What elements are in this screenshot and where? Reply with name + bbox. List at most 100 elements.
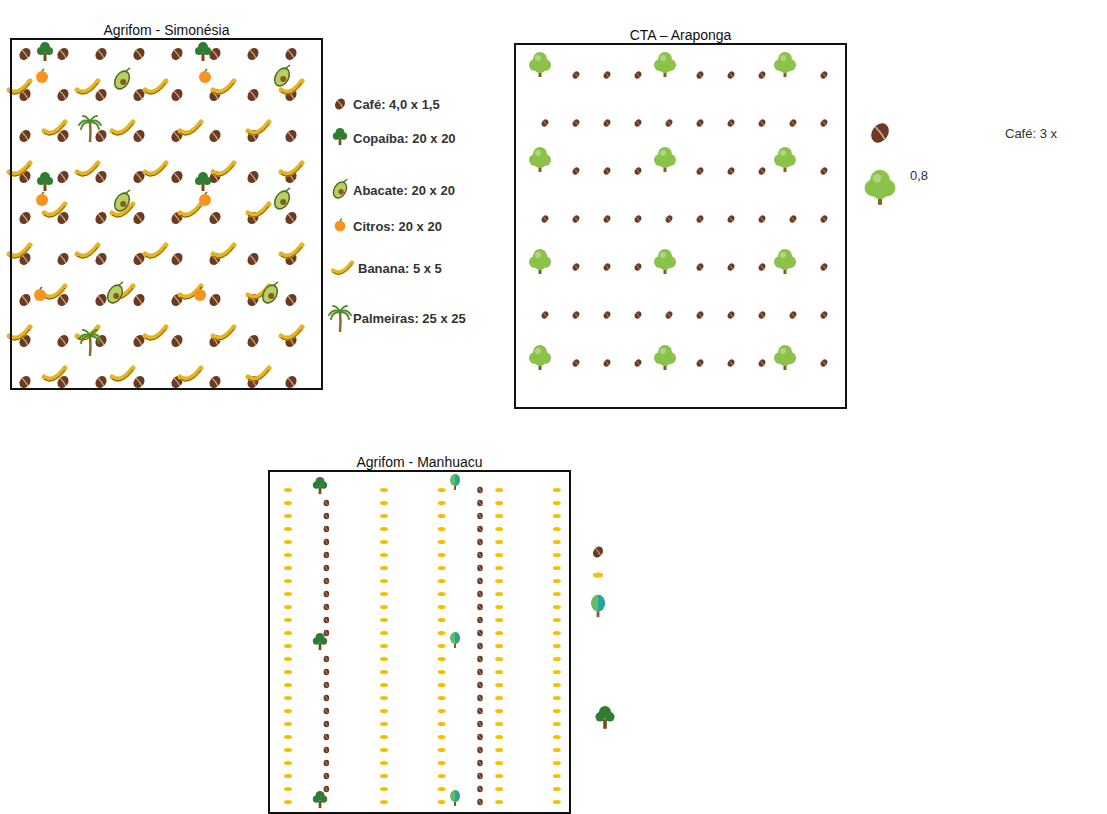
crescent-icon: [515, 500, 521, 507]
crescent-icon: [304, 799, 310, 806]
banana-icon: [180, 122, 201, 135]
banana-icon: [145, 327, 166, 340]
yellow-icon: [553, 709, 561, 713]
crescent-icon: [304, 773, 310, 780]
banana-icon: [9, 163, 30, 176]
yellow-icon: [438, 735, 446, 739]
crescent-icon: [457, 604, 463, 611]
coffee-icon: [664, 118, 673, 128]
coffee-icon: [207, 128, 223, 144]
smallcoffee-icon: [477, 669, 483, 675]
coffee-icon: [819, 310, 828, 320]
crescent-icon: [515, 708, 521, 715]
copaiba-icon: [313, 633, 327, 650]
crescent-icon: [534, 630, 540, 637]
yellow-icon: [438, 657, 446, 661]
crescent-icon: [515, 630, 521, 637]
crescent-icon: [361, 630, 367, 637]
crescent-icon: [534, 669, 540, 676]
yellow-icon: [495, 657, 503, 661]
lighttree-icon: [774, 249, 796, 274]
yellow-icon: [438, 553, 446, 557]
lighttree-icon: [865, 170, 896, 205]
coffee-icon: [283, 374, 299, 390]
crescent-icon: [342, 695, 348, 702]
crescent-icon: [361, 604, 367, 611]
crescent-icon: [419, 643, 425, 650]
crescent-icon: [342, 513, 348, 520]
crescent-icon: [304, 695, 310, 702]
yellow-icon: [284, 501, 292, 505]
yellow-icon: [438, 683, 446, 687]
crescent-icon: [400, 708, 406, 715]
crescent-icon: [304, 565, 310, 572]
lighttree-icon: [529, 147, 551, 172]
coffee-icon: [55, 46, 71, 62]
crescent-icon: [342, 799, 348, 806]
crescent-icon: [400, 760, 406, 767]
crescent-icon: [361, 656, 367, 663]
crescent-icon: [361, 500, 367, 507]
crescent-icon: [534, 773, 540, 780]
coffee-icon: [333, 97, 347, 112]
avocado-icon: [272, 188, 293, 211]
coffee-icon: [55, 169, 71, 185]
crescent-icon: [361, 526, 367, 533]
crescent-icon: [419, 669, 425, 676]
banana-icon: [248, 368, 269, 381]
layout-panel: Agrifom - Manhuacu: [268, 470, 571, 814]
coffee-icon: [540, 118, 549, 128]
coffee-icon: [757, 214, 766, 224]
smallcoffee-icon: [324, 773, 330, 779]
crescent-icon: [457, 682, 463, 689]
palm-icon: [79, 330, 101, 356]
coffee-icon: [726, 310, 735, 320]
coffee-icon: [131, 374, 147, 390]
banana-icon: [44, 122, 65, 135]
copaiba-icon: [195, 42, 211, 61]
crescent-icon: [419, 695, 425, 702]
yellow-icon: [380, 488, 388, 492]
crescent-icon: [342, 734, 348, 741]
banana-icon: [145, 163, 166, 176]
coffee-icon: [695, 358, 704, 368]
banana-icon: [213, 163, 234, 176]
banana-icon: [44, 204, 65, 217]
yellow-icon: [553, 540, 561, 544]
yellow-icon: [284, 553, 292, 557]
crescent-icon: [419, 656, 425, 663]
crescent-icon: [400, 539, 406, 546]
coffee-icon: [207, 210, 223, 226]
crescent-icon: [515, 656, 521, 663]
smallcoffee-icon: [477, 617, 483, 623]
layout-panel: CTA – Araponga: [514, 43, 847, 409]
yellow-icon: [380, 644, 388, 648]
crescent-icon: [342, 682, 348, 689]
crescent-icon: [361, 539, 367, 546]
crescent-icon: [361, 695, 367, 702]
crescent-icon: [361, 682, 367, 689]
coffee-icon: [571, 70, 580, 80]
crescent-icon: [515, 539, 521, 546]
crescent-icon: [534, 695, 540, 702]
yellow-icon: [553, 644, 561, 648]
crescent-icon: [342, 630, 348, 637]
palm-icon: [79, 116, 101, 142]
coffee-icon: [245, 87, 261, 103]
crescent-icon: [419, 747, 425, 754]
coffee-icon: [540, 310, 549, 320]
yellow-icon: [593, 572, 603, 577]
crescent-icon: [534, 656, 540, 663]
crescent-icon: [342, 760, 348, 767]
twotree-icon: [450, 790, 460, 806]
crescent-icon: [457, 747, 463, 754]
avocado-icon: [272, 65, 293, 88]
yellow-icon: [380, 618, 388, 622]
crescent-icon: [419, 682, 425, 689]
smallcoffee-icon: [477, 747, 483, 753]
coffee-icon: [17, 128, 33, 144]
smallcoffee-icon: [324, 656, 330, 662]
yellow-icon: [438, 800, 446, 804]
coffee-icon: [571, 214, 580, 224]
crescent-icon: [304, 578, 310, 585]
